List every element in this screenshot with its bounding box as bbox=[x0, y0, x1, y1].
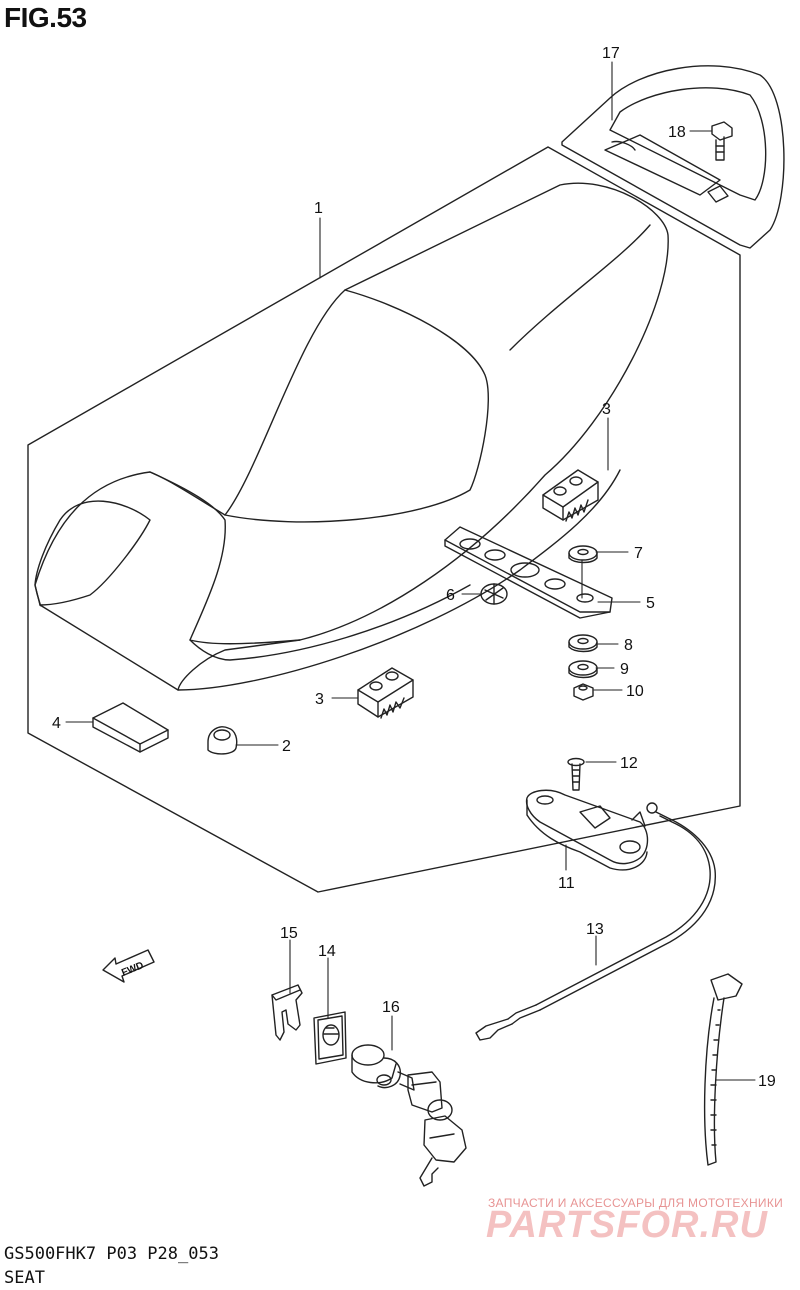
grab-rail-part bbox=[561, 65, 785, 249]
model-code: GS500FHK7 P03 P28_053 bbox=[4, 1244, 219, 1264]
grommet-part bbox=[480, 583, 508, 605]
callout-1: 1 bbox=[314, 200, 323, 217]
nut-10-part bbox=[573, 683, 594, 701]
watermark-tagline: ЗАПЧАСТИ И АКСЕССУАРЫ ДЛЯ МОТОТЕХНИКИ bbox=[488, 1196, 784, 1210]
callout-17: 17 bbox=[602, 45, 620, 62]
callout-10: 10 bbox=[626, 683, 644, 700]
callout-3-lower: 3 bbox=[315, 691, 324, 708]
washer-7-part bbox=[568, 545, 598, 564]
callout-6: 6 bbox=[446, 587, 455, 604]
seat-part bbox=[34, 182, 669, 691]
callout-12: 12 bbox=[620, 755, 638, 772]
bolt-part bbox=[711, 121, 733, 161]
callout-9: 9 bbox=[620, 661, 629, 678]
callout-16: 16 bbox=[382, 999, 400, 1016]
callout-labels: 1 2 3 3 4 5 6 7 8 9 10 11 12 13 14 15 16… bbox=[52, 45, 776, 1090]
callout-7: 7 bbox=[634, 545, 643, 562]
cushion-lower-part bbox=[357, 667, 414, 719]
leader-lines bbox=[65, 61, 756, 1081]
callout-2: 2 bbox=[282, 738, 291, 755]
callout-15: 15 bbox=[280, 925, 298, 942]
callout-19: 19 bbox=[758, 1073, 776, 1090]
callout-11: 11 bbox=[558, 875, 575, 892]
callout-4: 4 bbox=[52, 715, 61, 732]
screw-part bbox=[567, 757, 585, 791]
key-lock-part bbox=[351, 1044, 467, 1187]
figure-title: FIG.53 bbox=[4, 2, 87, 33]
callout-14: 14 bbox=[318, 943, 336, 960]
washer-8-part bbox=[568, 634, 598, 653]
cable-part bbox=[475, 802, 716, 1041]
clip-part bbox=[271, 984, 303, 1041]
assembly-frame bbox=[27, 146, 741, 893]
cap-part bbox=[207, 726, 238, 755]
callout-8: 8 bbox=[624, 637, 633, 654]
cushion-upper-part bbox=[542, 469, 599, 522]
washer-9-part bbox=[568, 660, 598, 679]
forward-arrow-icon bbox=[102, 949, 155, 983]
lock-base-part bbox=[525, 789, 649, 871]
cable-tie-part bbox=[703, 973, 743, 1166]
watermark-brand: PARTSFOR.RU bbox=[486, 1204, 768, 1246]
pad-part bbox=[92, 702, 169, 753]
callout-13: 13 bbox=[586, 921, 604, 938]
callout-5: 5 bbox=[646, 595, 655, 612]
diagram-caption: SEAT bbox=[4, 1268, 45, 1288]
callout-18: 18 bbox=[668, 124, 686, 141]
callout-3-upper: 3 bbox=[602, 401, 611, 418]
bracket-plate-part bbox=[444, 526, 613, 619]
lock-plate-part bbox=[313, 1011, 347, 1065]
